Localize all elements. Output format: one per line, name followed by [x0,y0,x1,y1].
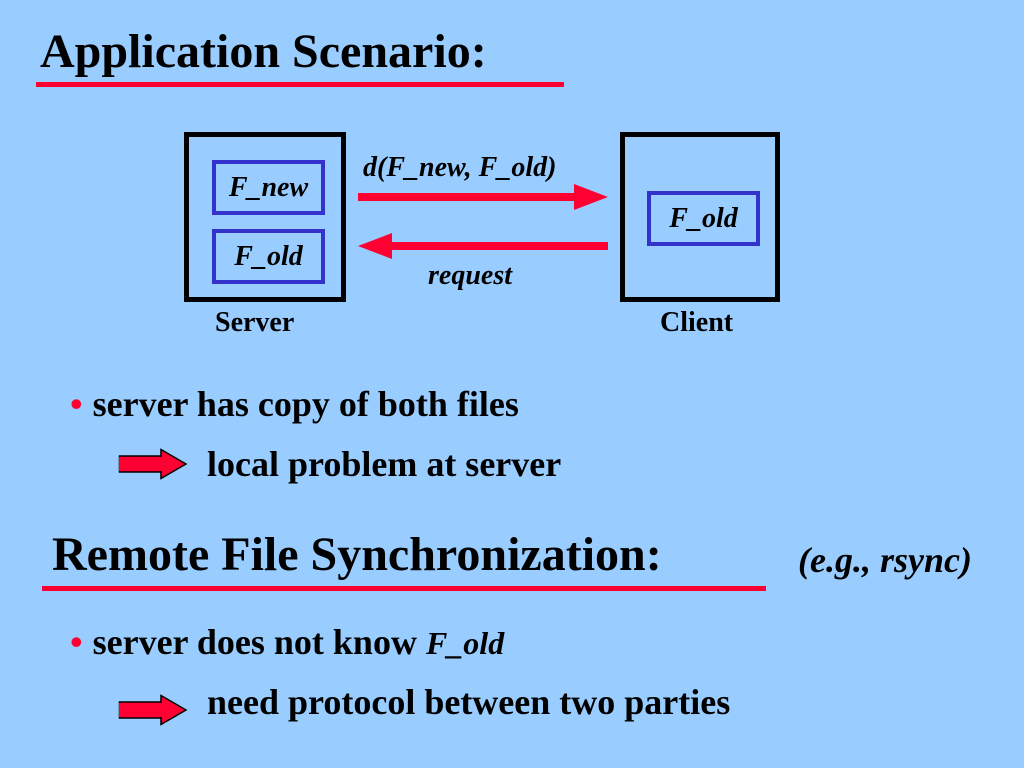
server-box [184,132,346,302]
delta-arrow [358,184,608,210]
bullet-1: •server has copy of both files [70,386,519,422]
bullet-2: •server does not know F_old [70,624,504,660]
client-box [620,132,780,302]
server-file-old: F_old [212,229,325,284]
implies-arrow-1-icon [118,448,188,480]
bullet-2-text: server does not know [92,622,417,662]
bullet-2-dot: • [70,622,83,662]
section-1-underline [36,82,564,87]
bullet-1-dot: • [70,384,83,424]
client-file-old: F_old [647,191,760,246]
section-2-note: (e.g., rsync) [798,540,972,580]
section-1-heading: Application Scenario: [40,25,487,78]
server-file-new: F_new [212,160,325,215]
implication-1: local problem at server [207,444,562,484]
delta-label: d(F_new, F_old) [363,152,557,183]
section-2-underline [42,586,766,591]
request-arrow [358,233,608,259]
bullet-2-emphasis: F_old [425,625,505,661]
bullet-1-text: server has copy of both files [92,384,519,424]
request-label: request [428,260,512,291]
client-label: Client [660,307,734,338]
implies-arrow-2-icon [118,694,188,726]
server-label: Server [215,307,295,338]
section-2-heading: Remote File Synchronization: [52,528,662,581]
implication-2: need protocol between two parties [207,682,731,722]
